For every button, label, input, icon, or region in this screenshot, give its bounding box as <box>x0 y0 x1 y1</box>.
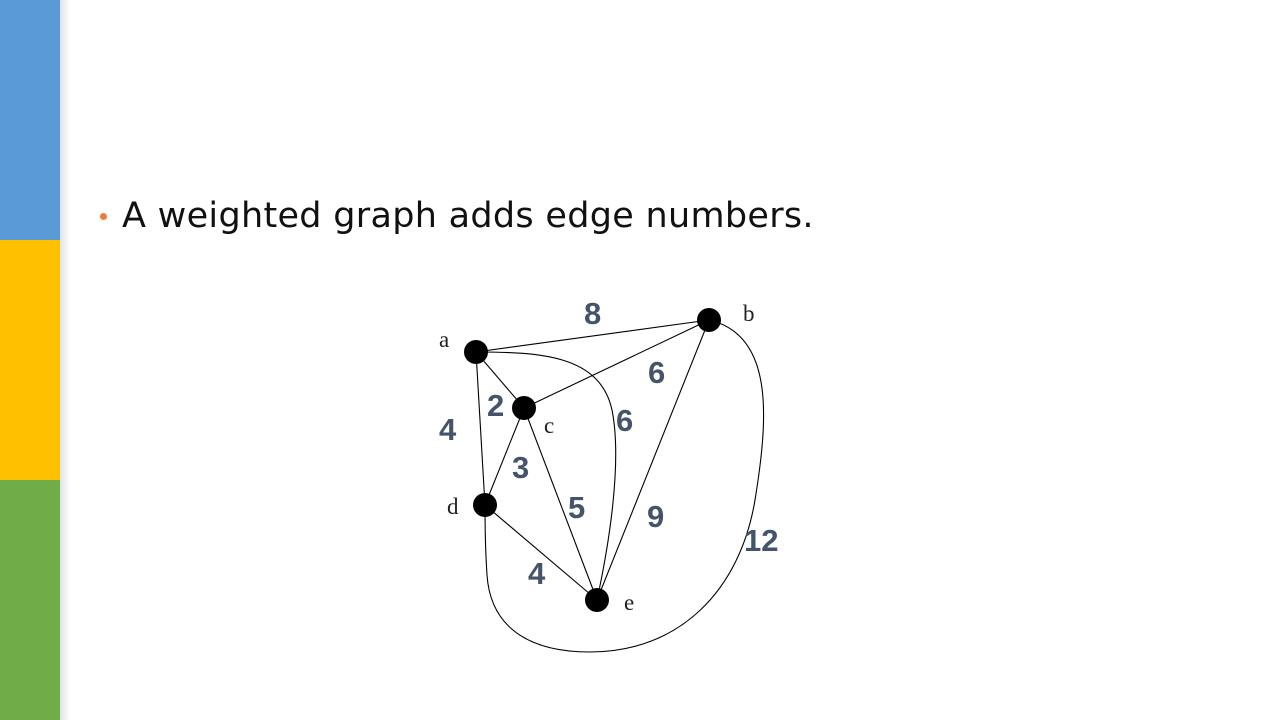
weight-label-b-e: 9 <box>647 499 664 534</box>
blue-band <box>0 0 60 240</box>
weight-label-b-c: 6 <box>648 355 665 390</box>
vertex-labels: a b c d e <box>439 301 755 615</box>
edge-a-b <box>475 319 710 353</box>
bullet-dot-icon <box>100 212 107 220</box>
yellow-band <box>0 240 60 480</box>
sidebar-color-bands <box>0 0 62 720</box>
weight-label-d-e: 4 <box>528 556 546 591</box>
edge-c-d <box>484 407 525 506</box>
vertex-label-b: b <box>743 301 755 326</box>
edge-a-e <box>475 351 617 601</box>
vertex-label-d: d <box>447 494 459 519</box>
weight-label-c-e: 5 <box>568 490 585 525</box>
vertex-label-a: a <box>439 327 449 352</box>
vertex-label-e: e <box>624 590 634 615</box>
graph-nodes <box>464 308 721 612</box>
weight-label-c-d: 3 <box>512 450 529 485</box>
edge-a-d <box>475 351 486 506</box>
weight-label-a-b: 8 <box>584 296 601 331</box>
edge-c-e <box>523 407 598 601</box>
edge-a-c <box>475 351 525 409</box>
vertex-label-c: c <box>544 413 554 438</box>
green-band <box>0 480 60 720</box>
bullet-point: A weighted graph adds edge numbers. <box>100 194 814 238</box>
band-shadow-edge <box>60 0 70 720</box>
node-c <box>512 396 536 420</box>
node-e <box>585 588 609 612</box>
weight-label-a-d: 4 <box>439 412 457 447</box>
weight-label-b-d: 12 <box>744 523 778 558</box>
edge-b-e <box>596 319 710 601</box>
edge-d-e <box>484 504 598 601</box>
node-b <box>697 308 721 332</box>
bullet-text: A weighted graph adds edge numbers. <box>122 196 814 236</box>
weight-label-a-e: 6 <box>616 403 633 438</box>
node-d <box>473 493 497 517</box>
weight-label-a-c: 2 <box>487 388 504 423</box>
weight-labels: 8 2 4 6 6 9 12 3 5 4 <box>439 296 778 591</box>
node-a <box>464 340 488 364</box>
edge-b-d <box>484 319 765 653</box>
edge-b-c <box>523 319 710 409</box>
